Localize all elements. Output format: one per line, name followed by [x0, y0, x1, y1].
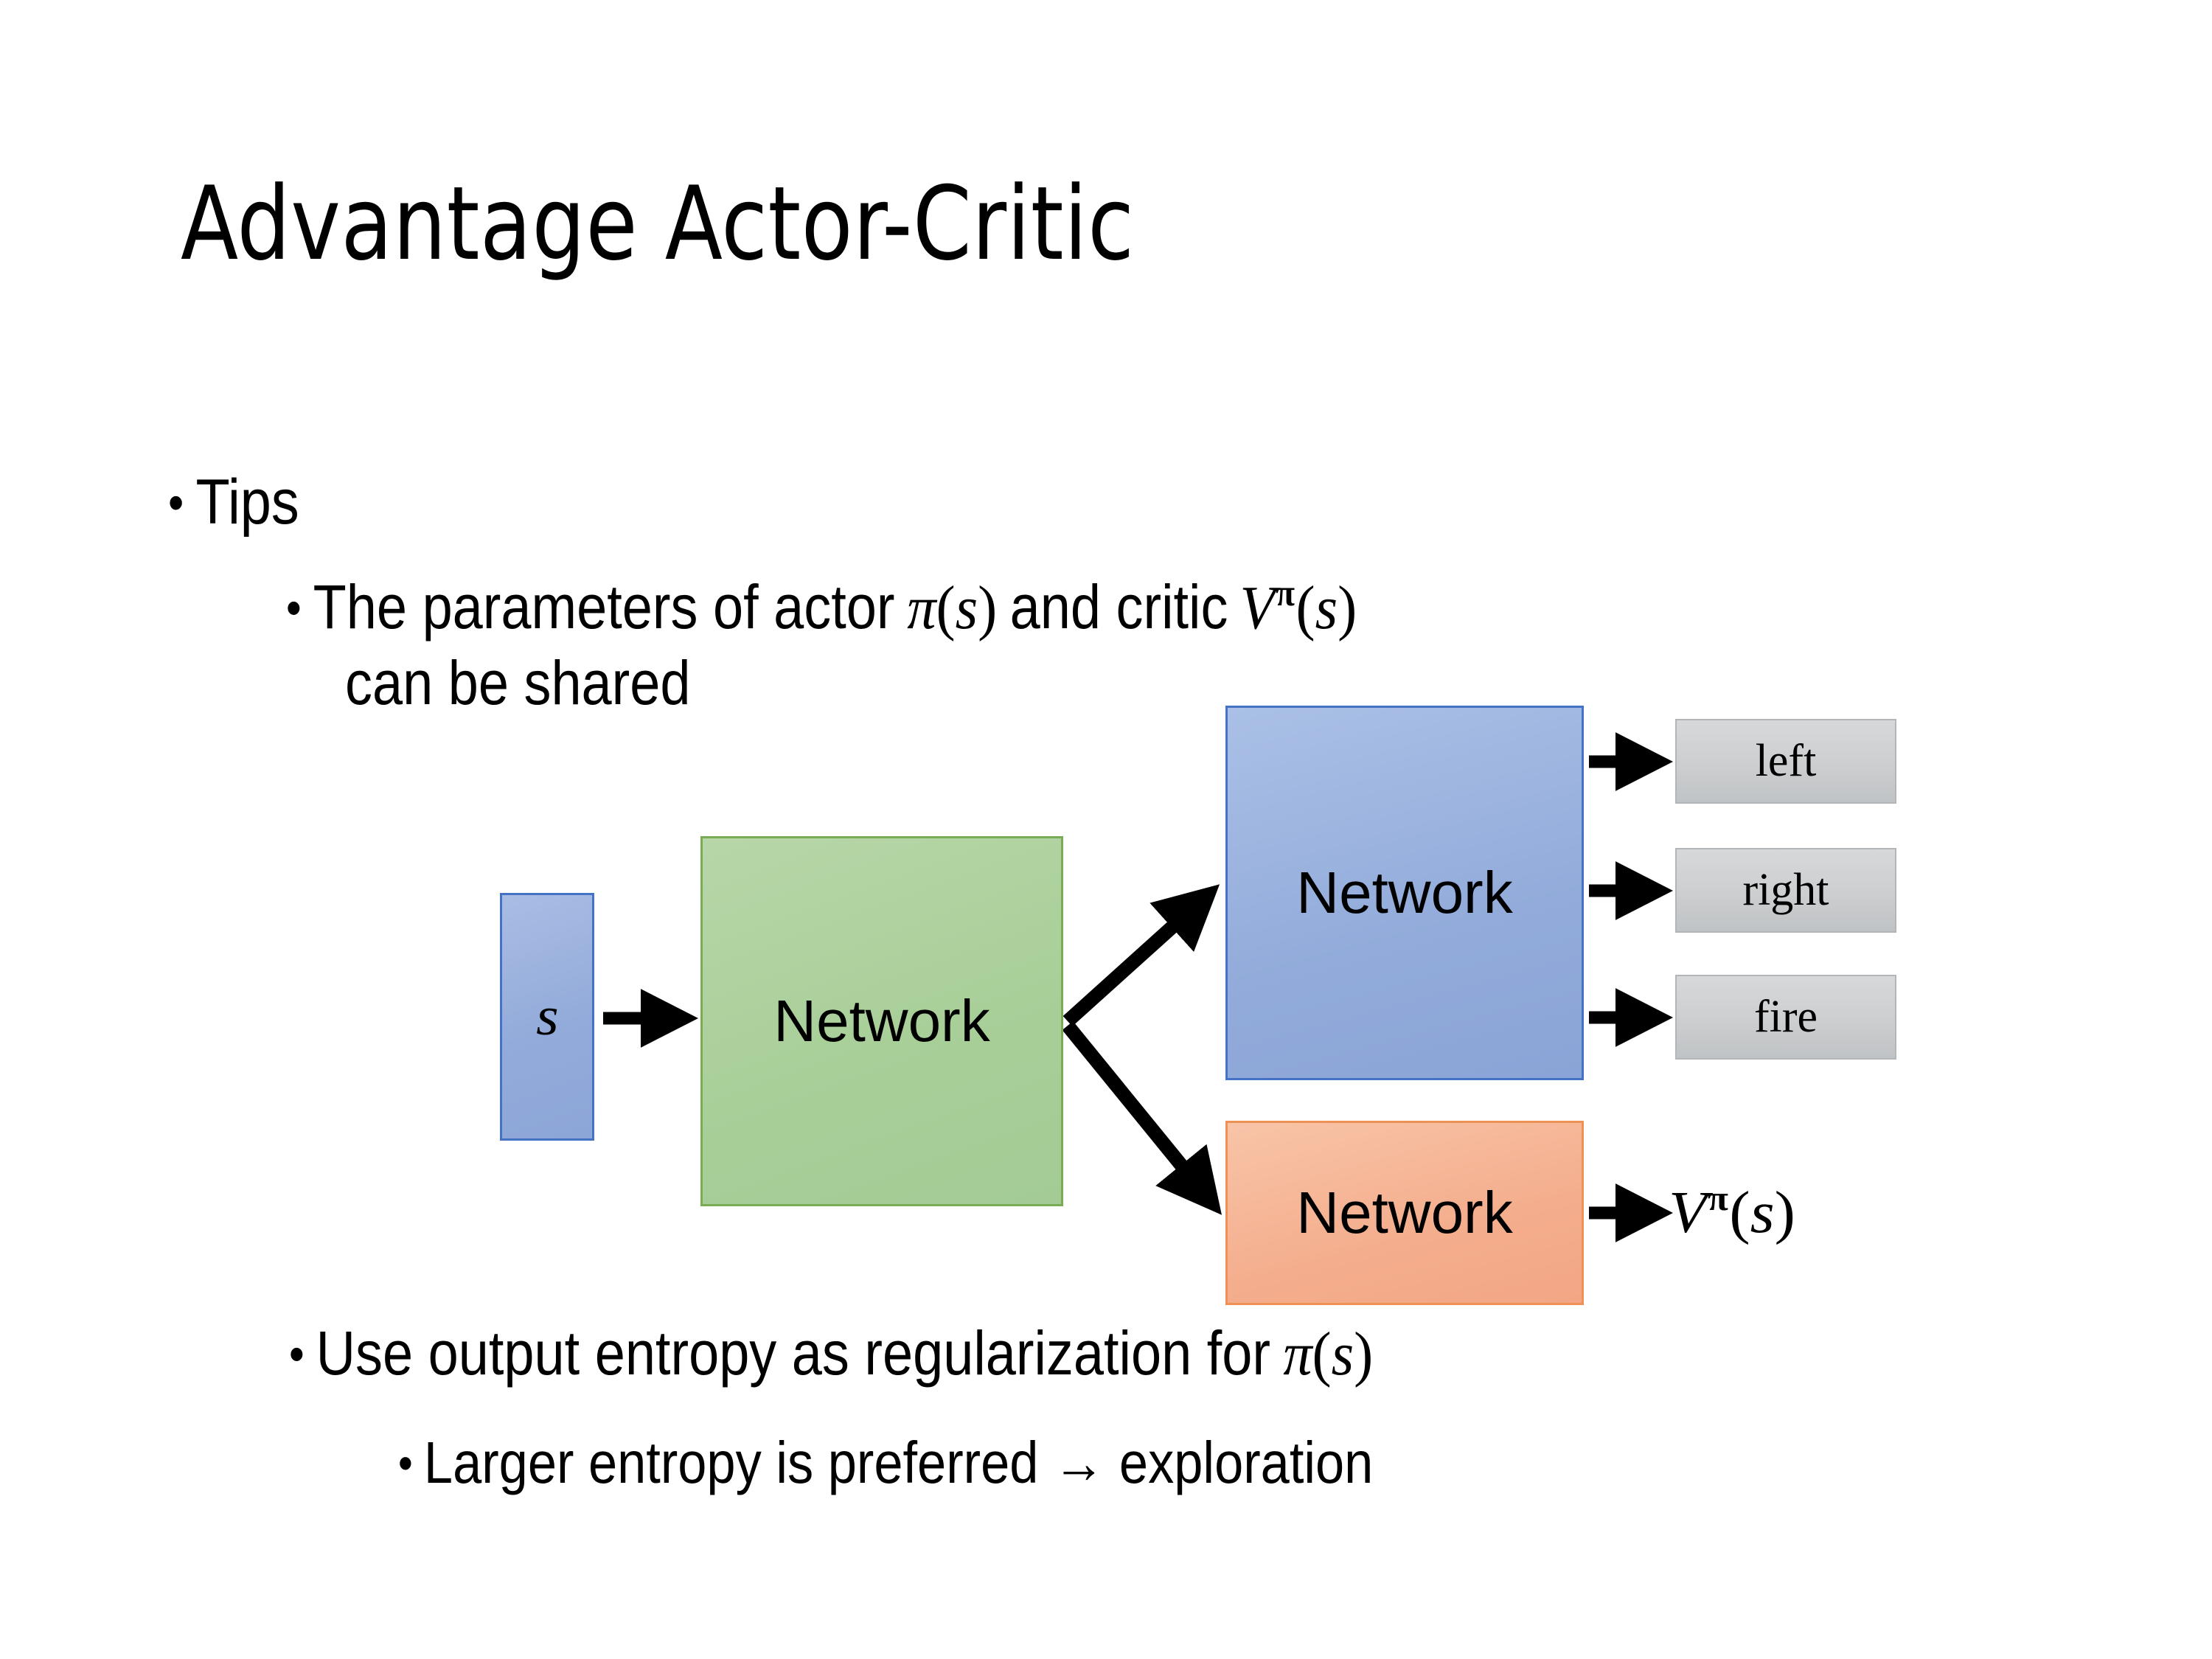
math-value-v-pi: Vπ(s) [1669, 1178, 1795, 1247]
action-output-right: right [1675, 848, 1896, 933]
state-symbol: s [955, 574, 978, 643]
bullet-glyph: • [168, 473, 184, 531]
value-output-label: Vπ(s) [1669, 1178, 1795, 1247]
state-symbol: s [1315, 574, 1338, 643]
close-paren: ) [1353, 1320, 1374, 1388]
bullet-larger-label: Larger entropy is preferred → exploratio… [423, 1430, 1374, 1495]
pi-symbol: π [907, 574, 936, 643]
pi-superscript: π [1707, 1179, 1728, 1218]
bullet-parameters-mid: and critic [995, 572, 1243, 642]
open-paren: ( [1295, 574, 1315, 643]
action-label: left [1755, 736, 1817, 786]
bullet-parameters-shared: •The parameters of actor π(s) and critic… [286, 571, 1357, 644]
action-label: right [1742, 865, 1829, 915]
bullet-parameters-continuation: can be shared [345, 647, 691, 719]
v-symbol: V [1669, 1180, 1707, 1245]
bullet-shared-label: can be shared [345, 648, 691, 717]
open-paren: ( [1729, 1180, 1750, 1245]
pi-symbol: π [1283, 1320, 1312, 1388]
bullet-larger-entropy: •Larger entropy is preferred → explorati… [398, 1429, 1373, 1497]
bullet-glyph: • [289, 1326, 305, 1382]
close-paren: ) [1774, 1180, 1795, 1245]
arrow-shared-to-actor-network [1062, 884, 1220, 1027]
arrow-shared-to-critic-network [1062, 1021, 1222, 1215]
open-paren: ( [1312, 1320, 1332, 1388]
v-symbol: V [1239, 574, 1276, 643]
close-paren: ) [978, 574, 998, 643]
page-title: Advantage Actor-Critic [181, 164, 1135, 283]
state-symbol: s [1331, 1320, 1354, 1388]
actor-network-box: Network [1225, 706, 1584, 1080]
bullet-glyph: • [286, 580, 302, 636]
bullet-tips-label: Tips [195, 467, 299, 538]
math-policy-pi: π(s) [1283, 1318, 1373, 1390]
actor-network-label: Network [1296, 860, 1513, 925]
math-policy-pi: π(s) [908, 572, 998, 644]
close-paren: ) [1338, 574, 1357, 643]
pi-superscript: π [1276, 572, 1295, 613]
bullet-glyph: • [398, 1436, 413, 1489]
math-value-v-pi: Vπ(s) [1239, 571, 1357, 644]
shared-network-label: Network [773, 988, 990, 1054]
bullet-entropy-pre: Use output entropy as regularization for [316, 1318, 1286, 1388]
state-symbol: s [535, 986, 559, 1047]
bullet-entropy-regularization: •Use output entropy as regularization fo… [289, 1318, 1373, 1390]
action-output-left: left [1675, 719, 1896, 804]
action-output-fire: fire [1675, 975, 1896, 1060]
bullet-parameters-pre: The parameters of actor [313, 572, 911, 642]
critic-network-box: Network [1225, 1121, 1584, 1305]
bullet-tips: •Tips [168, 466, 299, 539]
state-symbol: s [1750, 1180, 1775, 1245]
open-paren: ( [936, 574, 956, 643]
state-input-box: s [500, 893, 594, 1141]
critic-network-label: Network [1296, 1180, 1513, 1245]
action-label: fire [1753, 992, 1818, 1042]
shared-network-box: Network [700, 836, 1063, 1206]
